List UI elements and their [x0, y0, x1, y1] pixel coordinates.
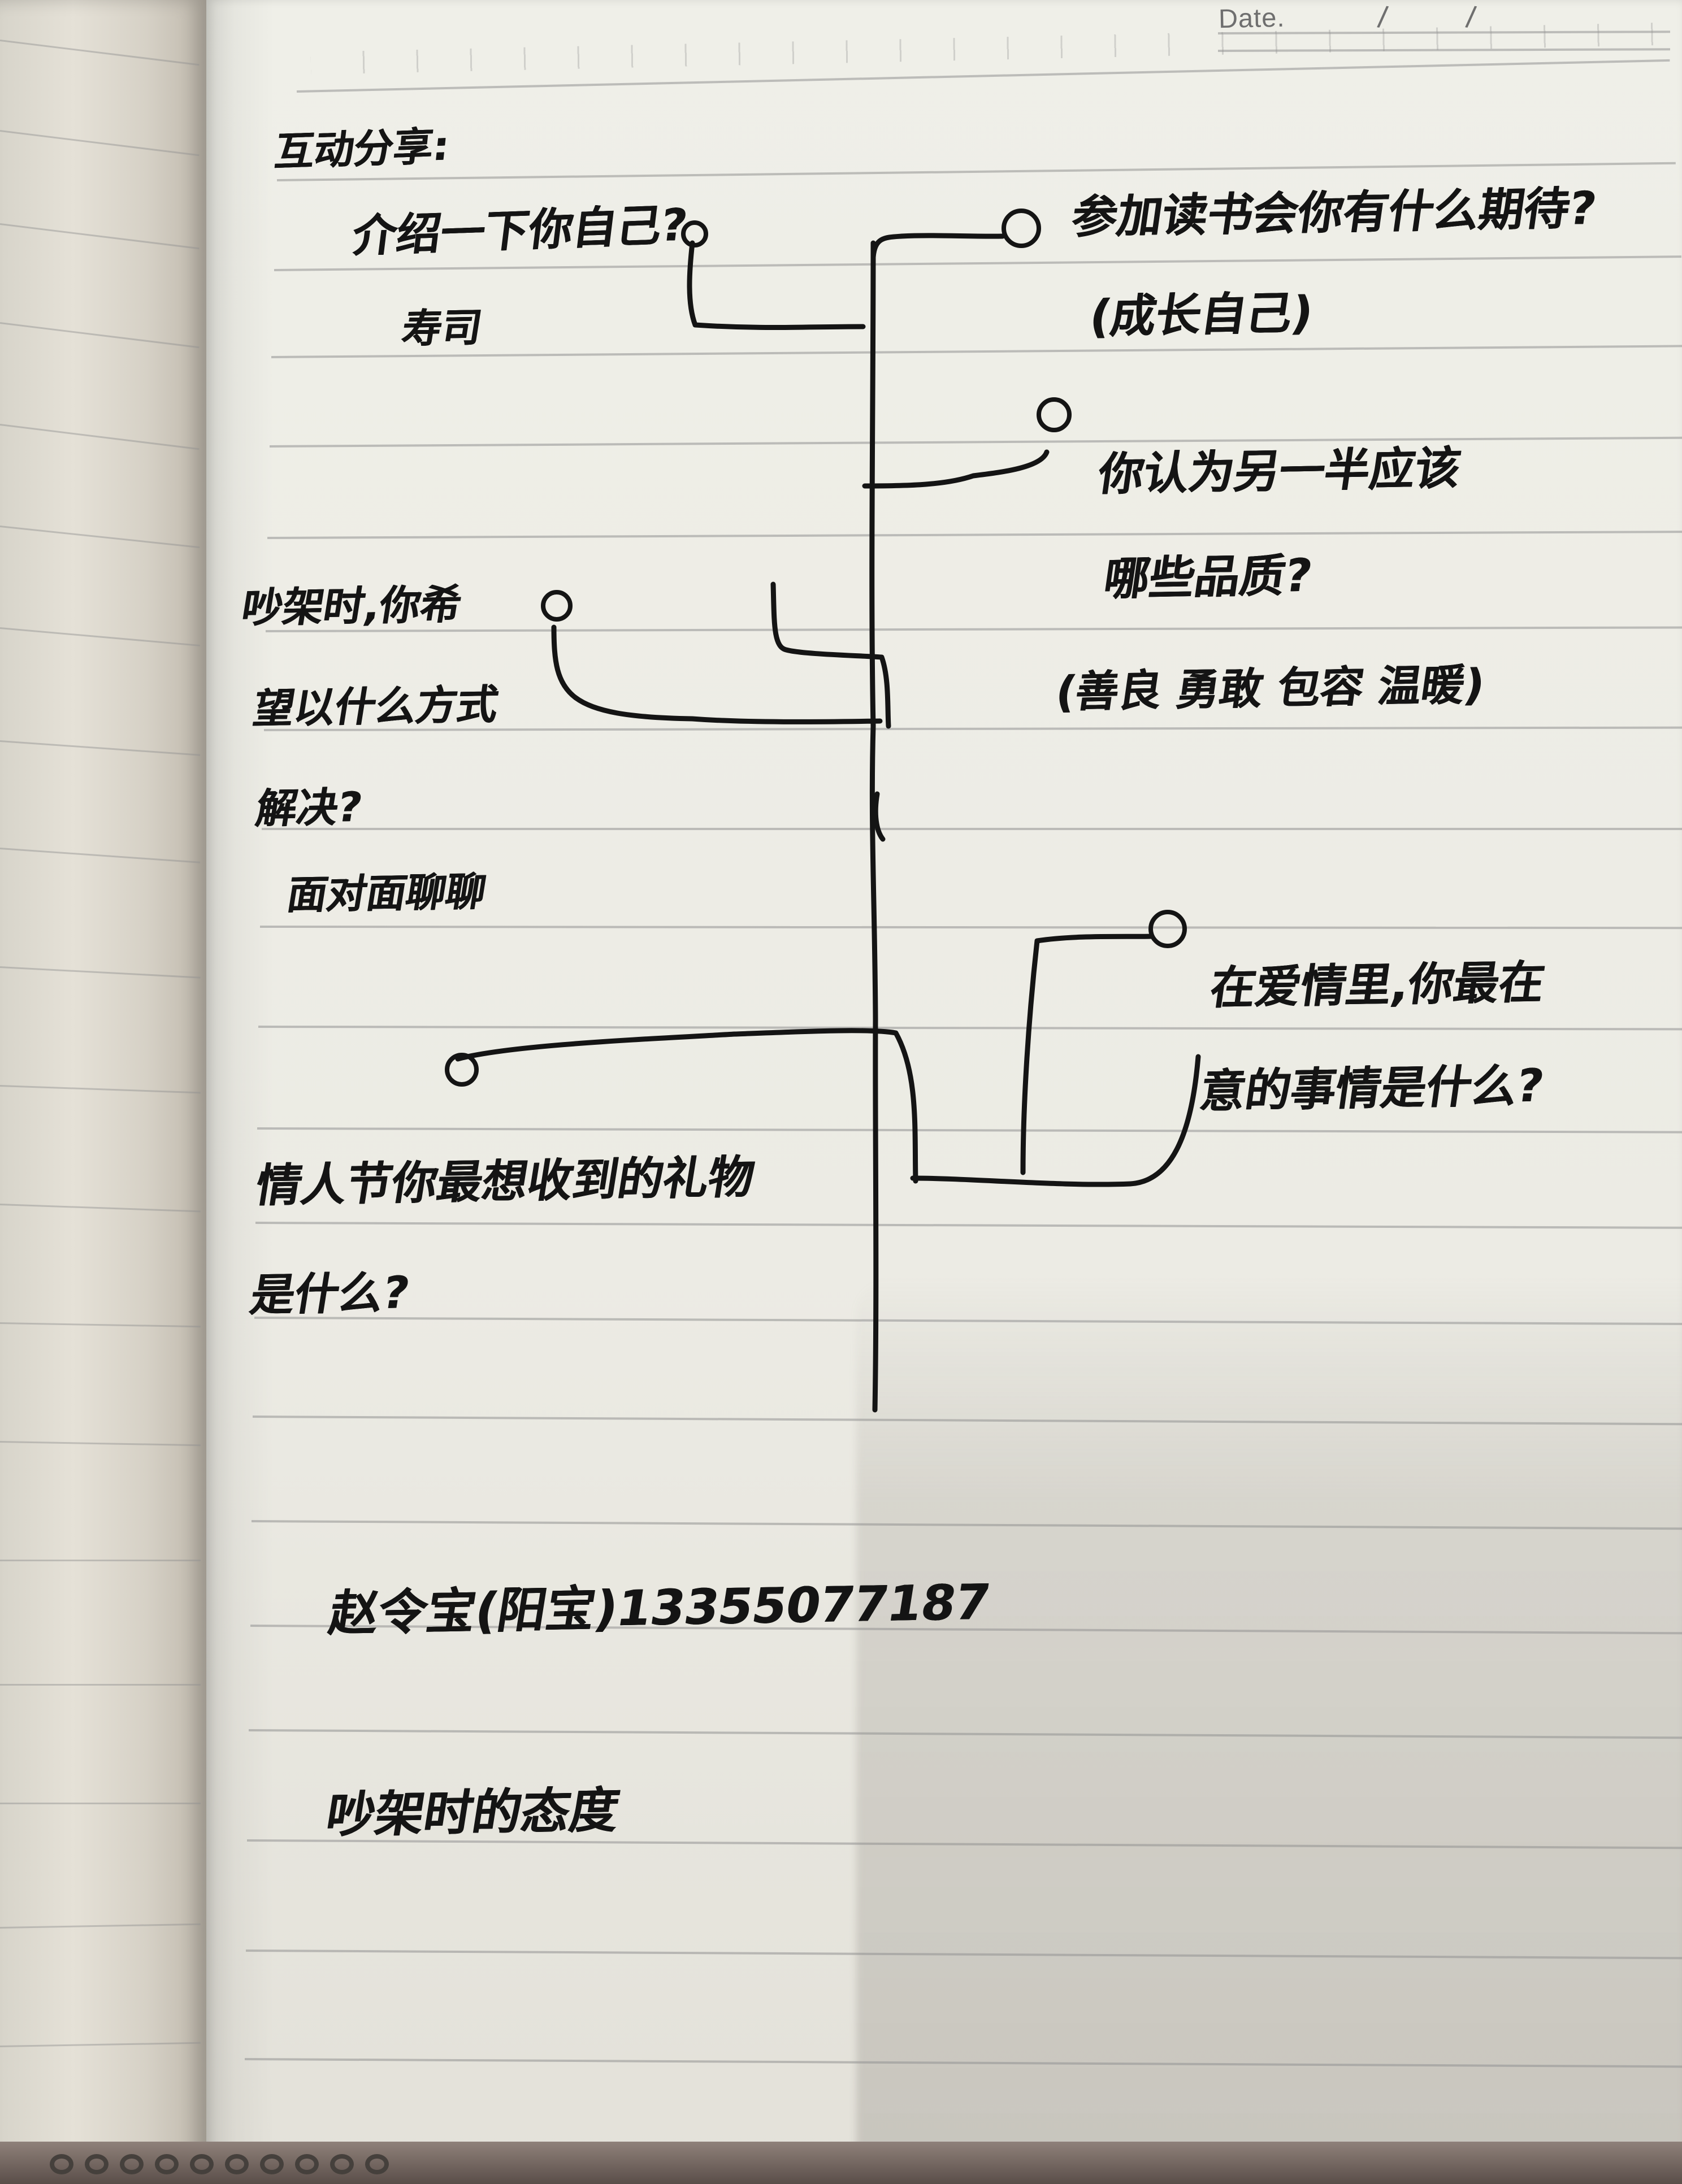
spiral-ring [50, 2154, 73, 2174]
spiral-ring [330, 2154, 354, 2174]
left-page-rule [0, 1085, 201, 1094]
right-notebook-page: Date. / / 互动分享: 介绍一下你自己? 寿司 参加读书会你有什么期待?… [206, 0, 1682, 2184]
spiral-ring [85, 2154, 109, 2174]
spiral-ring [365, 2154, 389, 2174]
spiral-ring [190, 2154, 214, 2174]
left-question-gift-line1: 情人节你最想收到的礼物 [252, 1150, 758, 1213]
contact-note: 赵令宝(阳宝)13355077187 [325, 1574, 994, 1643]
left-page-rule [0, 322, 200, 349]
ruled-line [271, 345, 1682, 358]
left-page-rule [0, 966, 201, 979]
left-page-rule [0, 848, 201, 863]
ruled-line [262, 828, 1682, 830]
ruled-line [267, 531, 1682, 539]
left-page-rule [0, 130, 200, 157]
left-question-gift-line2: 是什么? [246, 1267, 413, 1322]
right-question-partner-line1: 你认为另一半应该 [1095, 441, 1464, 501]
ruled-line [255, 1222, 1682, 1229]
right-question-love-line2: 意的事情是什么? [1197, 1059, 1547, 1118]
left-page-rule [0, 526, 200, 549]
left-page-rule [0, 1560, 201, 1561]
left-page-rule [0, 223, 200, 250]
spiral-ring [120, 2154, 144, 2174]
left-page-rule [0, 1441, 201, 1447]
left-answer-intro: 寿司 [398, 304, 485, 353]
right-question-expectation: 参加读书会你有什么期待? [1068, 181, 1599, 244]
left-page-rule [0, 740, 201, 756]
ruled-line [258, 1026, 1682, 1031]
left-question-argument-line1: 吵架时,你希 [239, 580, 465, 632]
right-question-partner-line2: 哪些品质? [1100, 549, 1315, 606]
left-page-rule [0, 2042, 201, 2047]
activity-heading: 互动分享: [272, 123, 452, 176]
ruled-line [269, 436, 1682, 448]
spiral-ring [295, 2154, 319, 2174]
right-question-love-line1: 在爱情里,你最在 [1207, 956, 1548, 1015]
spiral-ring [260, 2154, 284, 2174]
left-page-rule [0, 1803, 201, 1804]
left-question-argument-line2: 望以什么方式 [250, 680, 502, 733]
spiral-ring [225, 2154, 249, 2174]
left-page-rule [0, 1322, 201, 1328]
left-page-rule [0, 1684, 201, 1686]
ruled-line [257, 1127, 1682, 1134]
ruled-line [259, 926, 1682, 930]
left-page-rule [0, 627, 200, 646]
left-page-rule [0, 40, 200, 66]
right-answer-expectation: (成长自己) [1086, 286, 1316, 344]
footer-note: 吵架时的态度 [322, 1782, 623, 1844]
left-page-rule [0, 1204, 201, 1213]
date-label: Date. [1218, 2, 1285, 34]
right-answer-partner: (善良 勇敢 包容 温暖) [1052, 659, 1488, 718]
notebook-spiral-binding [0, 2142, 1682, 2184]
left-notebook-page [0, 0, 209, 2184]
ruled-line [265, 626, 1682, 632]
left-question-intro: 介绍一下你自己? [349, 199, 690, 263]
spiral-ring [155, 2154, 179, 2174]
left-question-argument-line3: 解决? [253, 783, 366, 833]
phone-shadow [856, 1277, 1682, 2181]
left-page-rule [0, 424, 200, 450]
left-answer-argument: 面对面聊聊 [284, 868, 489, 919]
left-page-rule [0, 1923, 201, 1929]
